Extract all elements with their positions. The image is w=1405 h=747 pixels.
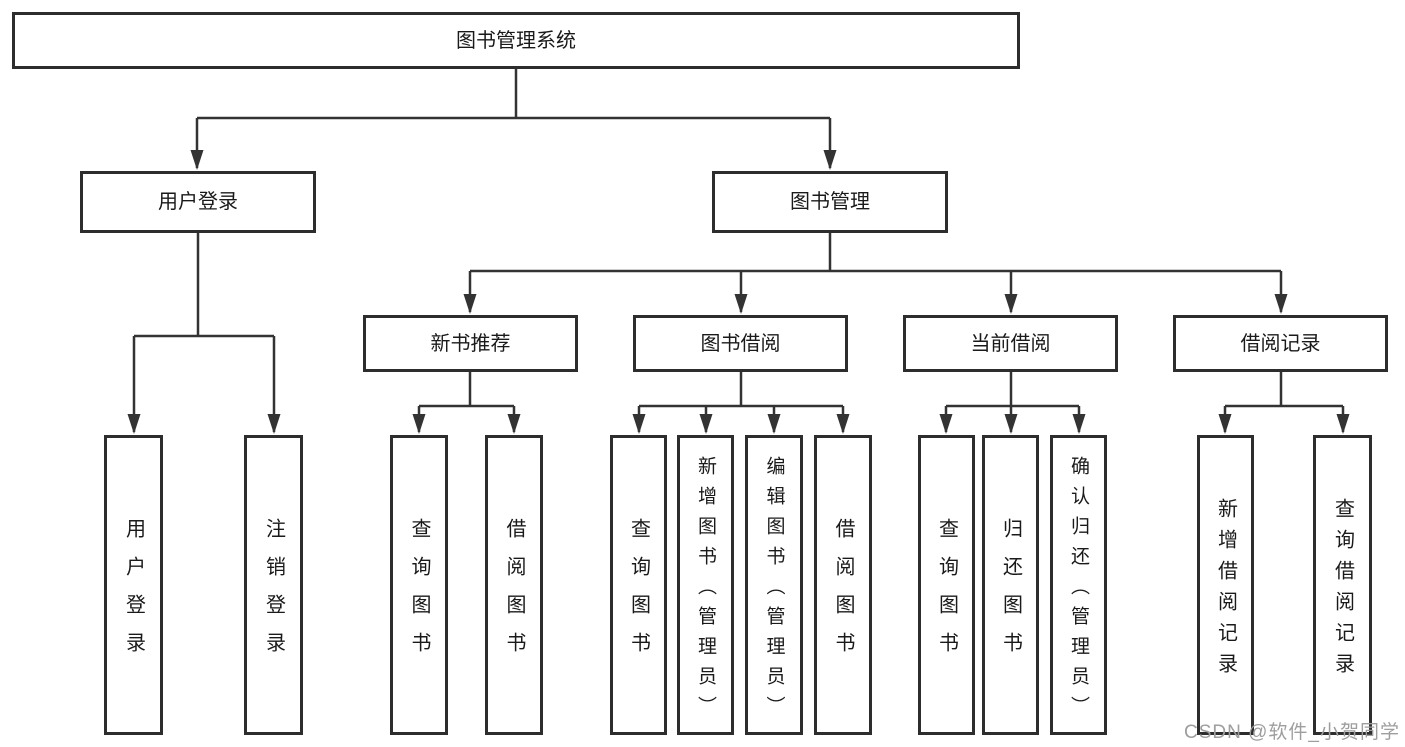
node-label: 查询借阅记录 — [1331, 497, 1354, 684]
node-label: 归还图书 — [999, 518, 1022, 670]
leaf-current-return-books: 归还图书 — [982, 435, 1039, 735]
arrowhead-down-icon — [734, 294, 748, 314]
arrowheads — [127, 150, 1350, 434]
node-label: 查询图书 — [408, 518, 430, 670]
node-new-book-recommend: 新书推荐 — [363, 315, 578, 372]
leaf-current-query-books: 查询图书 — [918, 435, 975, 735]
leaf-records-add-borrow-record: 新增借阅记录 — [1197, 435, 1254, 735]
leaf-borrow-add-books-admin: 新增图书（管理员） — [677, 435, 734, 735]
leaf-user-login: 用户登录 — [104, 435, 163, 735]
arrowhead-down-icon — [1336, 414, 1350, 434]
node-book-borrow: 图书借阅 — [633, 315, 848, 372]
arrowhead-down-icon — [1004, 294, 1018, 314]
node-label: 图书管理系统 — [456, 29, 576, 52]
leaf-borrow-edit-books-admin: 编辑图书（管理员） — [745, 435, 803, 735]
node-label: 用户登录 — [158, 191, 238, 213]
leaf-borrow-query-books: 查询图书 — [610, 435, 667, 735]
node-label: 借阅图书 — [832, 518, 854, 670]
arrowhead-down-icon — [1274, 294, 1288, 314]
node-label: 借阅记录 — [1240, 332, 1321, 355]
node-label: 编辑图书（管理员） — [763, 455, 785, 726]
arrowhead-down-icon — [699, 414, 713, 434]
arrowhead-down-icon — [823, 150, 837, 170]
edge-lines — [132, 69, 1345, 432]
node-user-login: 用户登录 — [80, 171, 316, 233]
arrowhead-down-icon — [1072, 414, 1086, 434]
node-label: 图书管理 — [790, 191, 870, 213]
node-label: 新增图书（管理员） — [695, 455, 716, 726]
node-label: 新增借阅记录 — [1214, 497, 1237, 684]
node-label: 借阅图书 — [503, 518, 525, 670]
arrowhead-down-icon — [767, 414, 781, 434]
node-book-management: 图书管理 — [712, 171, 948, 233]
leaf-recommend-borrow-books: 借阅图书 — [485, 435, 543, 735]
leaf-borrow-borrow-books: 借阅图书 — [814, 435, 872, 735]
node-label: 新书推荐 — [430, 332, 511, 355]
arrowhead-down-icon — [836, 414, 850, 434]
node-label: 注销登录 — [262, 518, 285, 670]
csdn-watermark: CSDN @软件_小贺同学 — [1184, 722, 1400, 743]
arrowhead-down-icon — [632, 414, 646, 434]
node-current-borrow: 当前借阅 — [903, 315, 1118, 372]
node-label: 用户登录 — [122, 518, 145, 670]
leaf-recommend-query-books: 查询图书 — [390, 435, 448, 735]
arrowhead-down-icon — [412, 414, 426, 434]
arrowhead-down-icon — [127, 414, 141, 434]
node-label: 查询图书 — [935, 518, 958, 670]
arrowhead-down-icon — [1004, 414, 1018, 434]
leaf-logout: 注销登录 — [244, 435, 303, 735]
node-label: 查询图书 — [627, 518, 650, 670]
arrowhead-down-icon — [190, 150, 204, 170]
node-label: 确认归还（管理员） — [1068, 455, 1089, 726]
arrowhead-down-icon — [939, 414, 953, 434]
node-borrow-records: 借阅记录 — [1173, 315, 1388, 372]
arrowhead-down-icon — [507, 414, 521, 434]
leaf-current-confirm-return-admin: 确认归还（管理员） — [1050, 435, 1107, 735]
arrowhead-down-icon — [267, 414, 281, 434]
node-root-library-management-system: 图书管理系统 — [12, 12, 1020, 69]
node-label: 当前借阅 — [970, 332, 1051, 355]
arrowhead-down-icon — [463, 294, 477, 314]
node-label: 图书借阅 — [700, 332, 781, 355]
arrowhead-down-icon — [1218, 414, 1232, 434]
leaf-records-query-borrow-record: 查询借阅记录 — [1313, 435, 1372, 735]
